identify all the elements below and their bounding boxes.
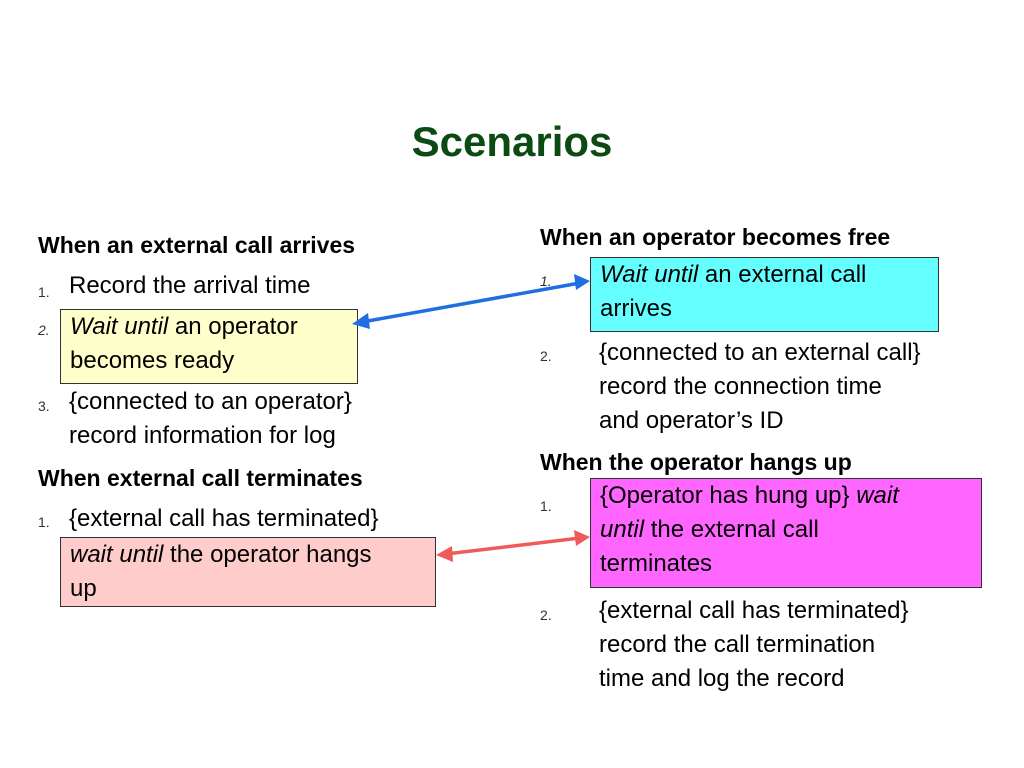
box-wait-external-call: Wait until an external call arrives xyxy=(590,257,939,332)
box-text: the external call xyxy=(644,516,819,543)
box-wait-operator-hangs: wait until the operator hangs up xyxy=(60,537,436,607)
box-line: Wait until an operator xyxy=(70,310,357,344)
list-item-record-arrival: Record the arrival time xyxy=(69,272,311,299)
emphasis-text: Wait until xyxy=(600,261,699,288)
list-number: 1. xyxy=(540,273,552,289)
list-item-external-terminated: {external call has terminated} xyxy=(69,505,379,532)
emphasis-text: wait until xyxy=(70,541,164,568)
box-line: up xyxy=(70,575,97,602)
box-text: the operator hangs xyxy=(163,541,372,568)
list-item-call-terminated: {external call has terminated} xyxy=(599,597,909,624)
red-double-arrow xyxy=(436,530,590,562)
emphasis-text: until xyxy=(600,516,645,543)
list-number: 2. xyxy=(540,348,552,364)
box-line: wait until the operator hangs xyxy=(70,538,435,572)
heading-external-call-terminates: When external call terminates xyxy=(38,465,363,491)
list-number: 1. xyxy=(38,284,50,300)
list-number: 1. xyxy=(540,498,552,514)
box-text: an operator xyxy=(168,313,298,340)
emphasis-text: Wait until xyxy=(70,313,169,340)
box-operator-hung-up: {Operator has hung up} wait until the ex… xyxy=(590,478,982,588)
list-number: 2. xyxy=(38,322,50,338)
list-item-connected-external: {connected to an external call} xyxy=(599,339,921,366)
list-number: 2. xyxy=(540,607,552,623)
emphasis-text: wait xyxy=(856,482,899,509)
box-line: {Operator has hung up} wait xyxy=(600,479,981,513)
box-line: arrives xyxy=(600,295,673,322)
list-number: 1. xyxy=(38,514,50,530)
slide-title: Scenarios xyxy=(411,118,613,165)
box-wait-operator-ready: Wait until an operator becomes ready xyxy=(60,309,358,384)
list-item-connected-external-line3: and operator’s ID xyxy=(599,407,784,434)
box-text: an external call xyxy=(698,261,867,288)
heading-external-call-arrives: When an external call arrives xyxy=(38,232,356,258)
list-item-connected-external-line2: record the connection time xyxy=(599,373,882,400)
list-item-connected-operator: {connected to an operator} xyxy=(69,388,352,415)
box-line: Wait until an external call xyxy=(600,258,938,292)
box-text: {Operator has hung up} xyxy=(600,482,857,509)
list-item-call-terminated-line2: record the call termination xyxy=(599,631,876,658)
blue-double-arrow xyxy=(352,274,590,329)
list-item-call-terminated-line3: time and log the record xyxy=(599,665,845,692)
box-line: becomes ready xyxy=(70,347,235,374)
box-line: until the external call xyxy=(600,513,981,547)
heading-operator-hangs-up: When the operator hangs up xyxy=(540,449,852,475)
list-number: 3. xyxy=(38,398,50,414)
list-item-connected-operator-line2: record information for log xyxy=(69,422,336,449)
box-line: terminates xyxy=(600,550,713,577)
heading-operator-becomes-free: When an operator becomes free xyxy=(540,224,891,250)
